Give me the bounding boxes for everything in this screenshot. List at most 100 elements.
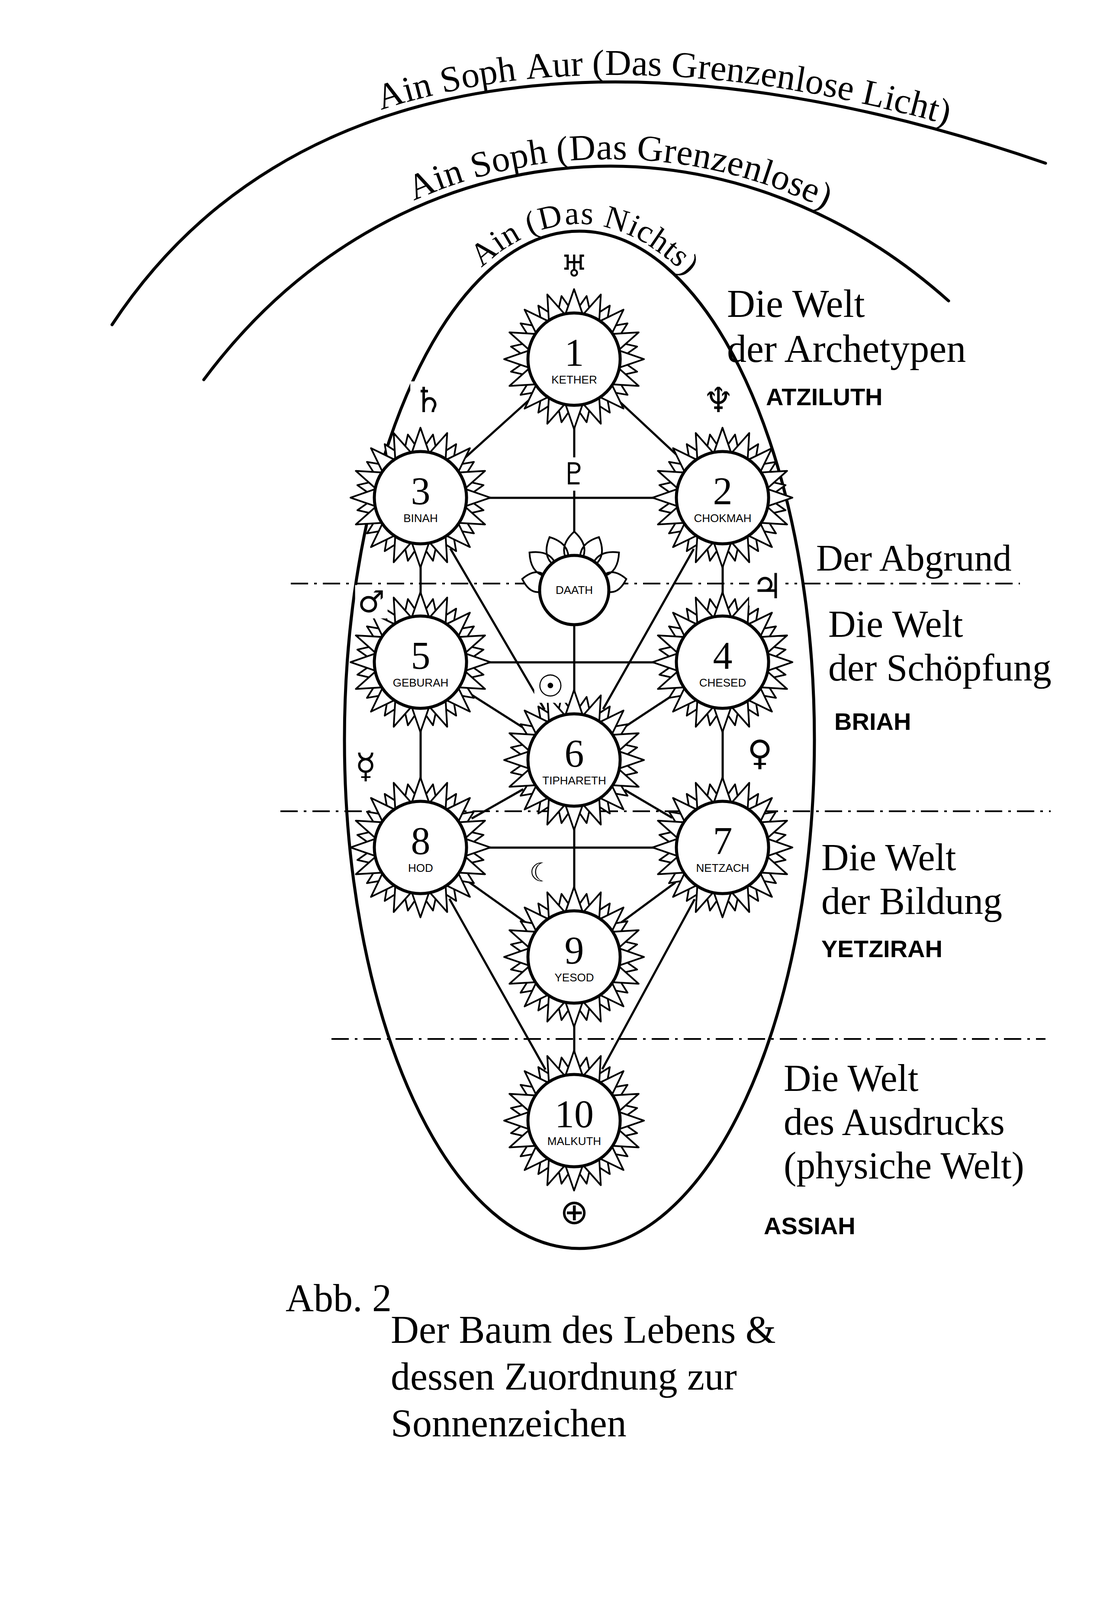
world-divider <box>331 1037 1046 1040</box>
sephirah-name: CHESED <box>699 676 747 689</box>
world-title: BRIAH <box>834 707 911 736</box>
sephirah-circle <box>374 800 467 894</box>
planet-symbol: ♂ <box>355 585 388 619</box>
text-line: dessen Zuordnung zur <box>390 1352 786 1400</box>
tree-path <box>471 788 524 819</box>
planet-symbol: ♃ <box>749 567 786 606</box>
curved-letter: D <box>604 44 631 81</box>
text-line: Die Welt <box>828 601 1052 646</box>
sephirah-flower: 10MALKUTH <box>503 1049 645 1191</box>
tree-path <box>623 694 674 728</box>
curved-letter: s <box>579 196 595 231</box>
petal-ring-front <box>504 886 644 1027</box>
text-line: Sonnenzeichen <box>390 1399 786 1447</box>
tree-path <box>469 693 525 729</box>
planet-symbol: ♀ <box>744 733 776 773</box>
petal-ring-front <box>652 777 793 917</box>
sephirah-number: 10 <box>554 1094 594 1134</box>
petal-ring-front <box>504 289 644 429</box>
sephirah-circle <box>374 451 467 544</box>
curved-letter: u <box>550 45 572 83</box>
petal-ring-front <box>652 591 793 732</box>
figure-number: Abb. 2 <box>285 1275 392 1321</box>
sephirah-flower: 3BINAH <box>349 426 492 569</box>
world-title: ASSIAH <box>763 1211 856 1240</box>
sephirah-circle <box>374 615 467 708</box>
petal-ring-front <box>350 427 491 568</box>
text-stack: 10MALKUTH <box>503 1049 645 1191</box>
sephirah-name: HOD <box>408 862 434 874</box>
text-line: Der Baum des Lebens & <box>390 1306 786 1353</box>
petal-ring-front <box>350 777 491 917</box>
world-title: YETZIRAH <box>821 934 943 963</box>
planet-symbol: ☿ <box>352 746 379 785</box>
curved-letter: ( <box>554 130 570 168</box>
sephirah-circle <box>539 555 609 625</box>
daath-lotus: DAATH <box>514 530 634 650</box>
curved-letter: D <box>568 128 597 167</box>
petal-ring-front <box>504 1050 644 1191</box>
figure-caption: Der Baum des Lebens & dessen Zuordnung z… <box>390 1306 786 1447</box>
sephirah-flower: 1KETHER <box>503 288 645 430</box>
sephirah-flower: 8HOD <box>349 776 492 918</box>
sephirah-number: 1 <box>564 333 584 373</box>
sephirah-number: 8 <box>410 821 431 861</box>
curved-letter: A <box>524 46 554 86</box>
sephirah-number: 7 <box>712 821 733 861</box>
text-line: Die Welt <box>821 835 1003 879</box>
text-line: der Bildung <box>821 878 1003 923</box>
world-name: Die Welt des Ausdrucks (physiche Welt) <box>783 1055 1025 1188</box>
text-stack: DAATH <box>514 530 634 650</box>
curved-letter: a <box>630 44 648 82</box>
sephirah-number: 6 <box>564 733 584 773</box>
sephirah-circle <box>676 800 769 894</box>
sephirah-flower: 2CHOKMAH <box>651 426 794 569</box>
sephirah-circle <box>676 451 769 544</box>
text-line: der Schöpfung <box>828 645 1052 690</box>
curved-letter: G <box>670 46 699 85</box>
sephirah-name: BINAH <box>403 512 438 524</box>
text-stack: 2CHOKMAH <box>651 426 794 569</box>
tree-path <box>464 398 531 459</box>
tree-path <box>624 789 673 818</box>
world-name: Die Welt der Archetypen <box>726 281 966 371</box>
arc-heading: Ain Soph (Das Grenzenlose) <box>389 122 856 222</box>
daath-name: DAATH <box>555 584 593 596</box>
sephirah-number: 9 <box>564 930 584 970</box>
arc-heading: Ain Soph Aur (Das Grenzenlose Licht) <box>357 38 978 138</box>
text-stack: 3BINAH <box>349 426 492 569</box>
sephirah-name: CHOKMAH <box>694 512 752 524</box>
text-line: der Archetypen <box>726 326 966 372</box>
text-line: Die Welt <box>726 281 966 327</box>
world-name: Die Welt der Schöpfung <box>828 601 1052 690</box>
tree-path <box>479 496 665 499</box>
curved-letter: h <box>495 50 518 89</box>
sephirah-number: 5 <box>410 636 431 676</box>
sephirah-name: KETHER <box>551 373 597 386</box>
planet-symbol: ☉ <box>534 669 567 703</box>
sephirah-circle <box>527 910 621 1003</box>
sephirah-circle <box>676 615 769 708</box>
world-divider <box>290 582 1020 585</box>
sephirah-circle <box>527 312 621 406</box>
text-stack: 6TIPHARETH <box>503 688 645 831</box>
sephirah-name: NETZACH <box>696 862 750 874</box>
planet-symbol: ♅ <box>558 249 591 284</box>
curved-letter: s <box>612 128 628 166</box>
world-name: Die Welt der Bildung <box>821 835 1003 923</box>
curved-letter <box>582 45 593 82</box>
curved-letter: a <box>595 128 613 165</box>
tree-path <box>479 660 665 663</box>
egg-outline <box>344 231 815 1249</box>
sephirah-name: GEBURAH <box>392 676 449 689</box>
planet-symbol: ♇ <box>558 457 591 491</box>
text-stack: 9YESOD <box>503 885 645 1028</box>
petal-ring-front <box>504 689 644 830</box>
curved-letter: s <box>647 45 663 82</box>
text-line: (physiche Welt) <box>783 1143 1025 1187</box>
text-stack: 1KETHER <box>503 288 645 430</box>
sephirah-number: 4 <box>712 636 733 676</box>
tree-path <box>468 881 527 924</box>
tree-path <box>479 846 665 849</box>
